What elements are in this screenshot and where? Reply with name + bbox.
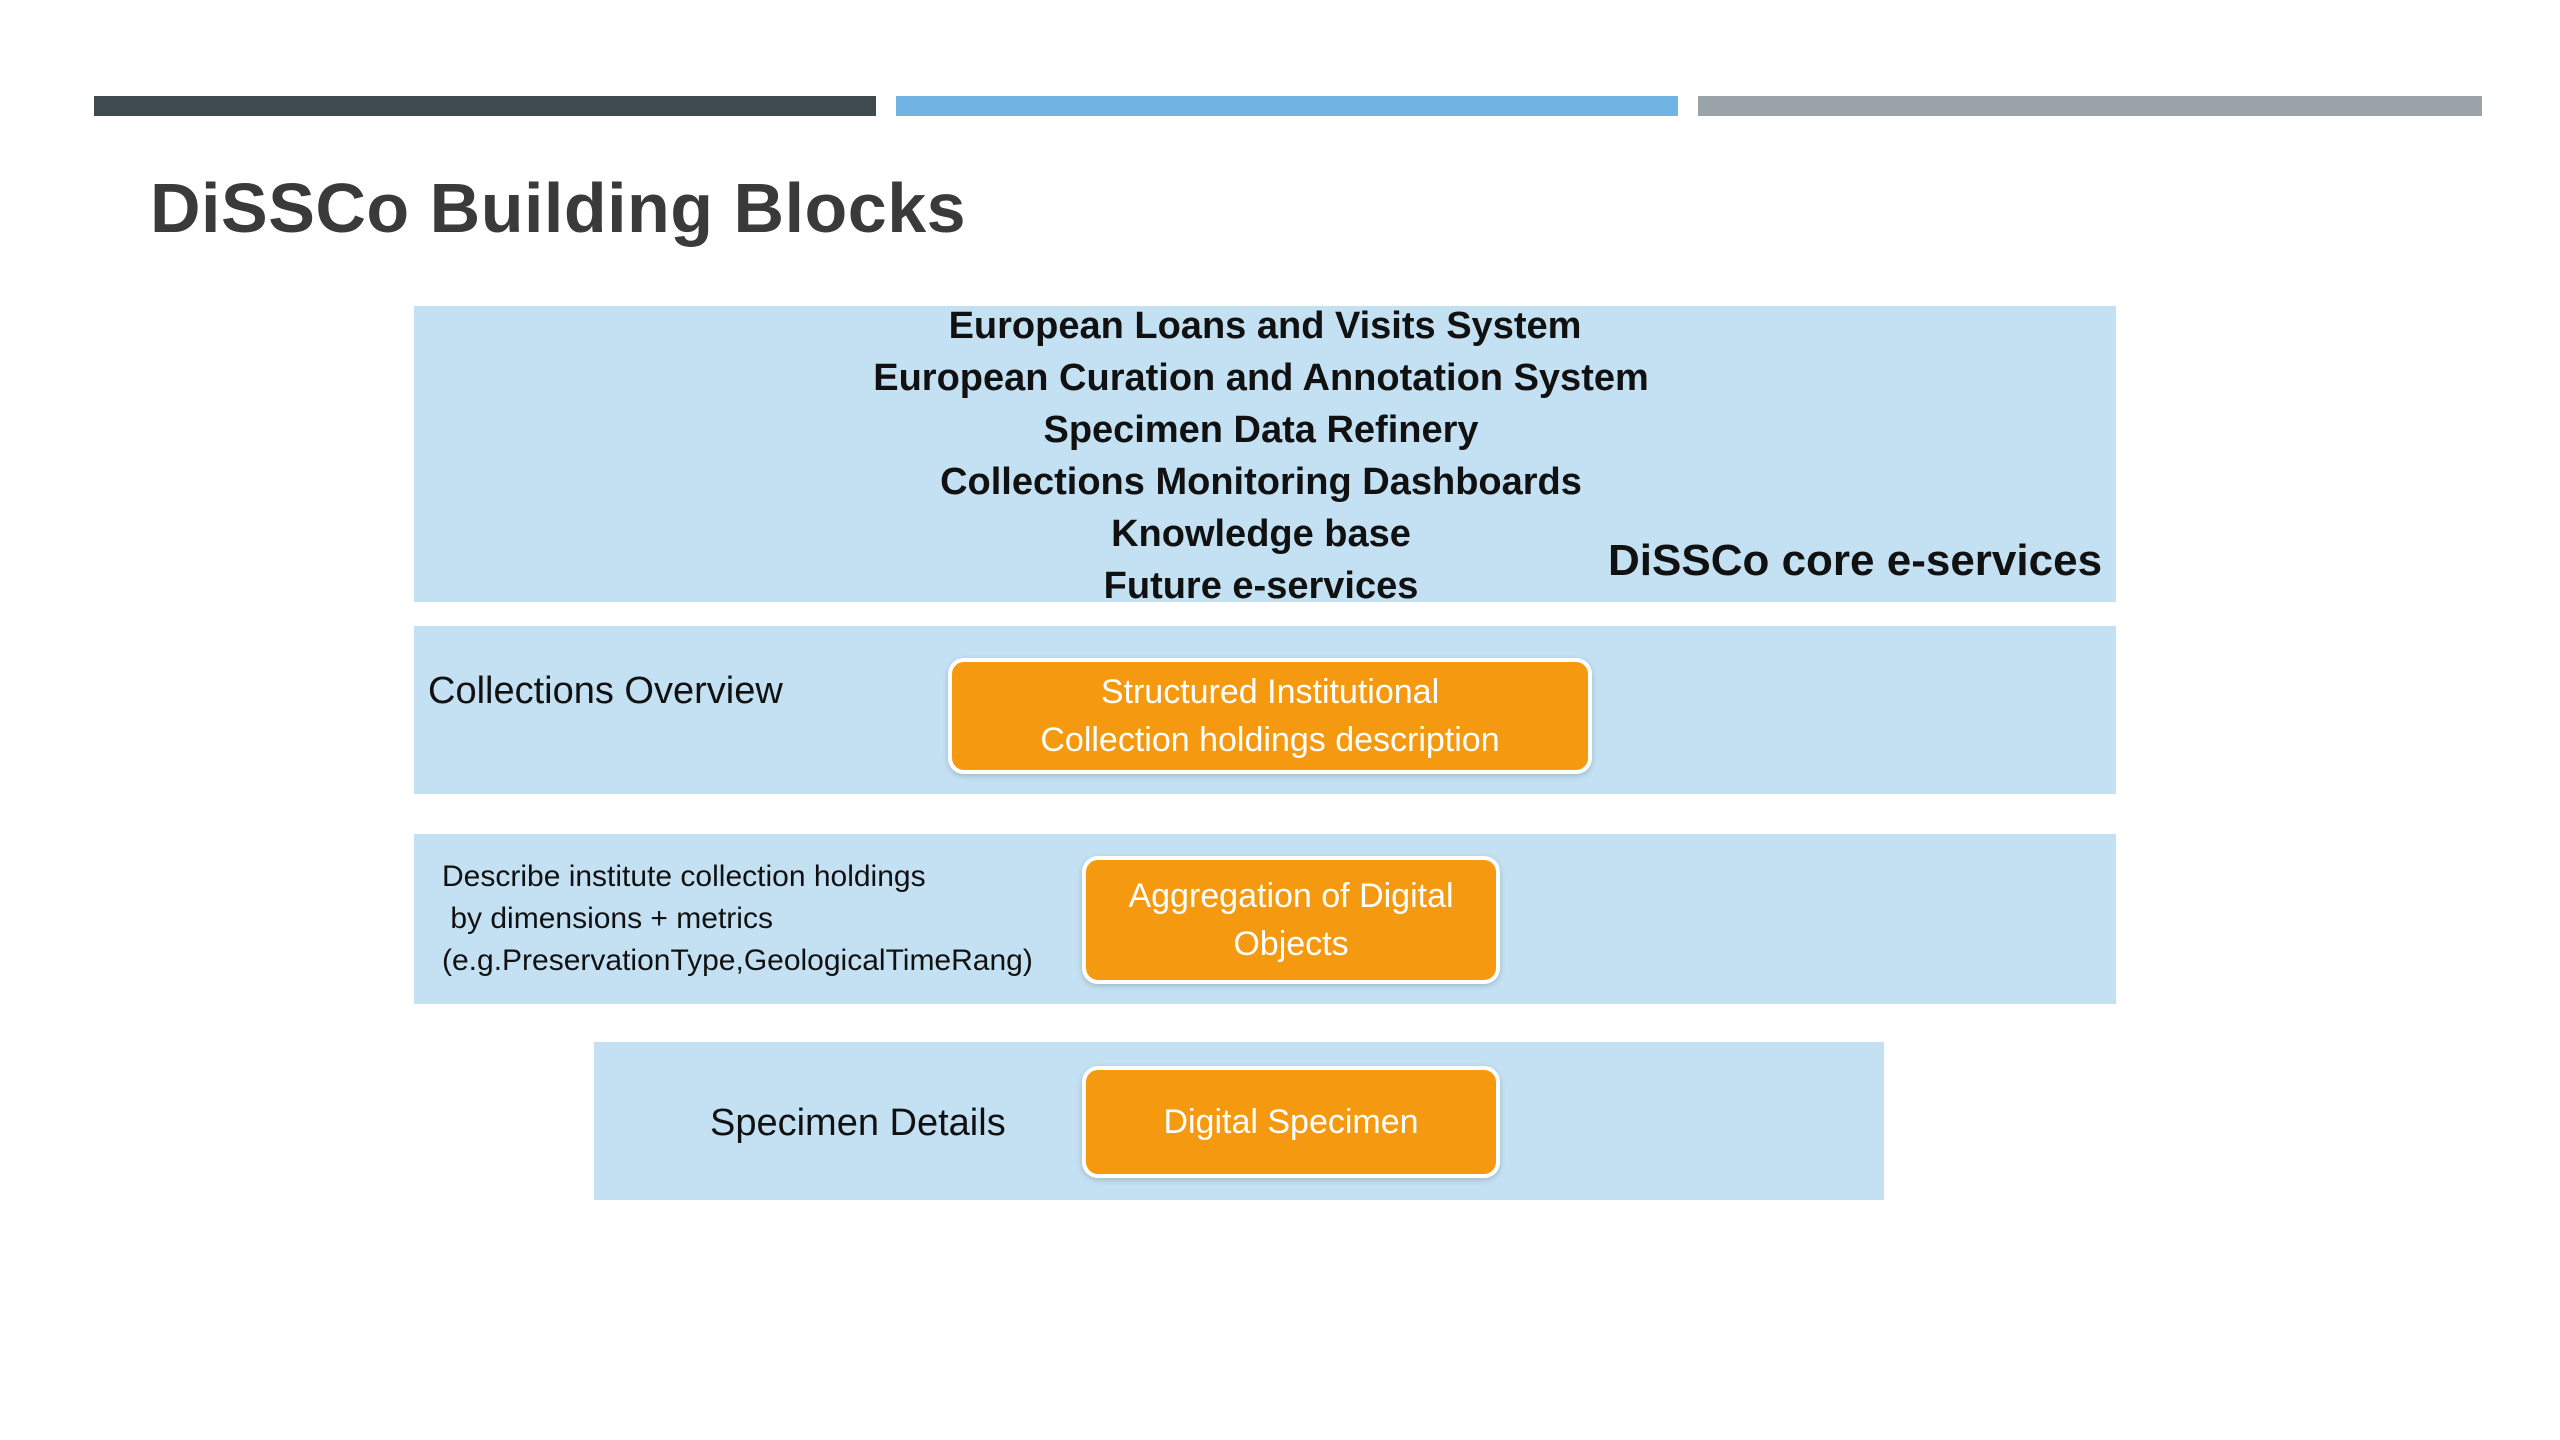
collections-overview-layer: Collections Overview Structured Institut…: [414, 626, 2116, 794]
core-eservices-label: DiSSCo core e-services: [1608, 536, 2103, 585]
specimen-details-label: Specimen Details: [710, 1102, 1006, 1144]
service-item: Collections Monitoring Dashboards: [940, 461, 1582, 503]
specimen-details-layer: Specimen Details Digital Specimen: [594, 1042, 1884, 1200]
digital-specimen-block-text: Digital Specimen: [1163, 1103, 1419, 1141]
service-item: Specimen Data Refinery: [1043, 409, 1479, 451]
top-accent-bar-blue: [896, 96, 1678, 116]
service-item: Future e-services: [1103, 565, 1419, 607]
top-accent-bar-grey: [1698, 96, 2482, 116]
core-eservices-layer: European Loans and Visits System Europea…: [414, 305, 2116, 606]
top-accent-bar-dark: [94, 96, 876, 116]
slide-title: DiSSCo Building Blocks: [150, 169, 967, 247]
service-item: European Loans and Visits System: [948, 305, 1582, 347]
holdings-layer: Describe institute collection holdings b…: [414, 834, 2116, 1004]
structured-institutional-block-text: Structured Institutional Collection hold…: [1040, 673, 1500, 759]
structured-institutional-block: Structured Institutional Collection hold…: [948, 658, 1592, 774]
service-item: European Curation and Annotation System: [873, 357, 1649, 399]
aggregation-block: Aggregation of Digital Objects: [1082, 856, 1500, 984]
service-item: Knowledge base: [1111, 513, 1411, 555]
collections-overview-label: Collections Overview: [428, 670, 783, 712]
holdings-description: Describe institute collection holdings b…: [442, 860, 1033, 977]
aggregation-block-text: Aggregation of Digital Objects: [1128, 877, 1454, 963]
digital-specimen-block: Digital Specimen: [1082, 1066, 1500, 1178]
